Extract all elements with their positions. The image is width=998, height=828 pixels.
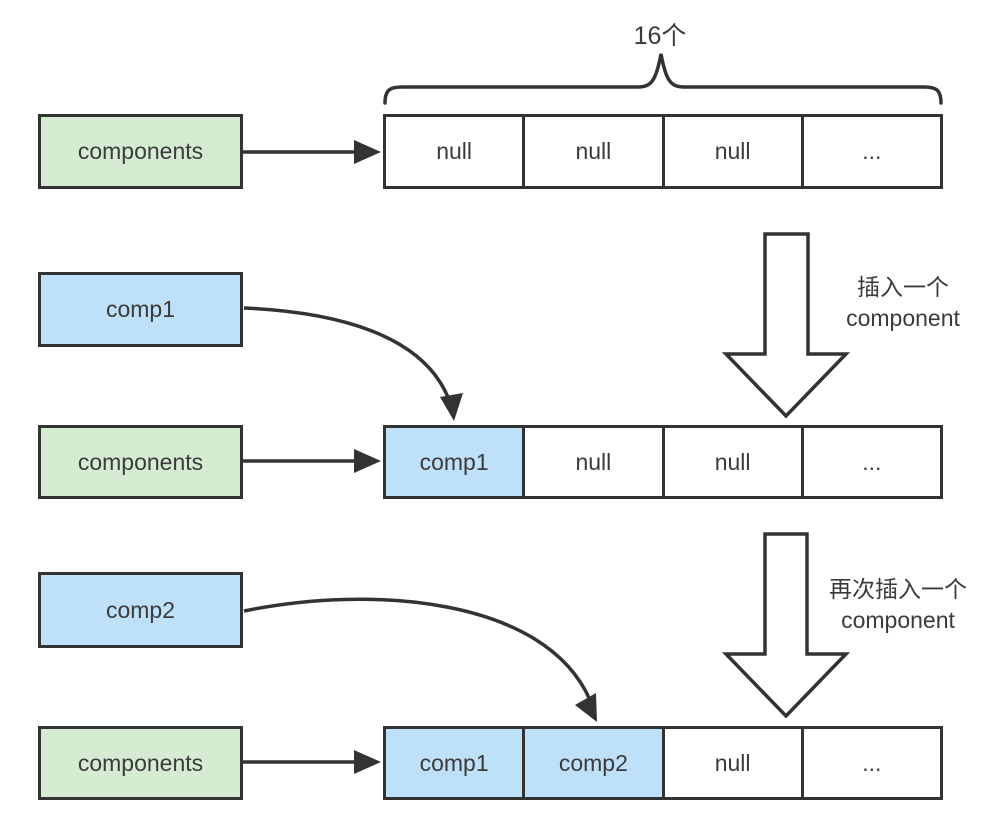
comp1-box: comp1 xyxy=(38,272,243,347)
curved-arrow-icon xyxy=(243,597,597,722)
array-cell: comp1 xyxy=(386,729,526,797)
step1-label: 插入一个 component xyxy=(808,272,998,334)
step1-label-line1: 插入一个 xyxy=(857,274,949,300)
array-stage3: comp1 comp2 null ... xyxy=(383,726,943,800)
step2-label-line2: component xyxy=(841,607,955,633)
comp1-label: comp1 xyxy=(105,296,176,322)
array-cell: null xyxy=(525,428,665,496)
brace-icon xyxy=(383,53,943,105)
comp2-box: comp2 xyxy=(38,572,243,648)
array-cell: null xyxy=(525,117,665,186)
array-stage2: comp1 null null ... xyxy=(383,425,943,499)
down-arrow-icon xyxy=(721,232,851,419)
array-cell: null xyxy=(386,117,526,186)
components-pointer-box: components xyxy=(38,114,243,189)
array-cell: null xyxy=(664,428,804,496)
array-cell: comp1 xyxy=(386,428,526,496)
right-arrow-icon xyxy=(243,750,381,774)
array-cell: comp2 xyxy=(525,729,665,797)
array-cell-ellipsis: ... xyxy=(803,428,940,496)
array-cell: null xyxy=(664,729,804,797)
right-arrow-icon xyxy=(243,449,381,473)
components-pointer-box: components xyxy=(38,726,243,800)
array-cell-ellipsis: ... xyxy=(803,117,940,186)
step2-label-line1: 再次插入一个 xyxy=(829,576,967,602)
comp2-label: comp2 xyxy=(105,596,176,623)
down-arrow-icon xyxy=(721,532,851,719)
components-pointer-label: components xyxy=(77,448,204,475)
components-pointer-label: components xyxy=(77,138,204,164)
right-arrow-icon xyxy=(243,140,381,164)
array-stage1: null null null ... xyxy=(383,114,943,189)
components-pointer-label: components xyxy=(77,749,204,776)
step2-label: 再次插入一个 component xyxy=(798,574,998,636)
array-cell: null xyxy=(664,117,804,186)
components-pointer-box: components xyxy=(38,425,243,499)
array-cell-ellipsis: ... xyxy=(803,729,940,797)
step1-label-line2: component xyxy=(846,305,960,331)
array-size-label: 16个 xyxy=(633,22,687,50)
curved-arrow-icon xyxy=(243,306,463,421)
